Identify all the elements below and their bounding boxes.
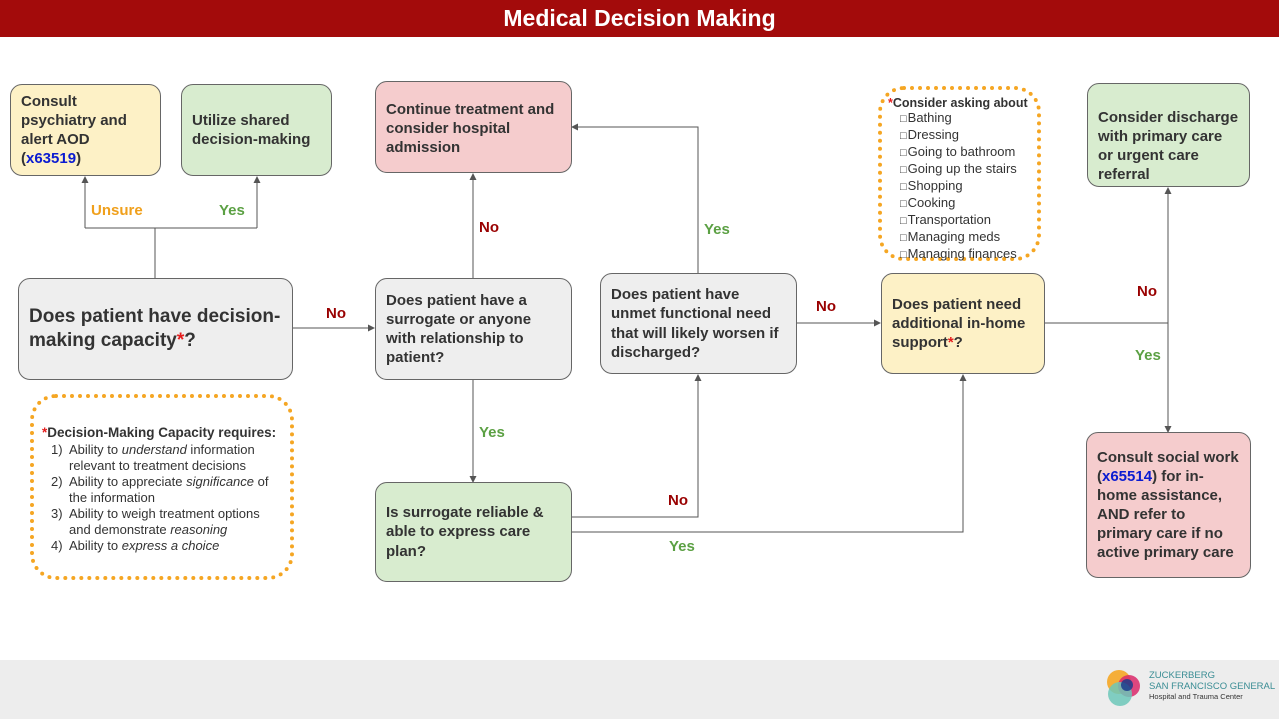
label-yes-support: Yes xyxy=(1135,347,1161,364)
in-home-support-note: *Consider asking about Bathing Dressing … xyxy=(878,86,1041,261)
shared-decision-box: Utilize shared decision-making xyxy=(181,84,332,176)
list-item: Bathing xyxy=(900,110,1033,127)
list-item: Shopping xyxy=(900,178,1033,195)
social-work-extension: x65514 xyxy=(1102,467,1153,485)
connector-capacity-split xyxy=(85,227,257,278)
support-asterisk: * xyxy=(947,334,954,352)
list-item: Transportation xyxy=(900,212,1033,229)
surrogate-box: Does patient have a surrogate or anyone … xyxy=(375,278,572,380)
logo-mark-icon xyxy=(1107,670,1140,706)
unmet-need-box: Does patient have unmet functional need … xyxy=(600,273,797,374)
psychiatry-extension: x63519 xyxy=(26,150,77,168)
list-item: Managing finances xyxy=(900,246,1033,263)
label-no-surrogate: No xyxy=(479,219,499,236)
list-item: Dressing xyxy=(900,127,1033,144)
support-checklist: Bathing Dressing Going to bathroom Going… xyxy=(900,110,1033,263)
label-no-support: No xyxy=(1137,283,1157,300)
connector-unmet-yes xyxy=(571,123,699,273)
connector-reliable-yes xyxy=(572,374,967,533)
connector-reliable-no xyxy=(572,374,702,518)
label-yes-unmet: Yes xyxy=(704,221,730,238)
consult-psychiatry-box: Consult psychiatry and alert AOD (x63519… xyxy=(10,84,161,176)
list-item: 2)Ability to appreciate significance of … xyxy=(51,474,269,505)
label-yes-surrogate: Yes xyxy=(479,424,505,441)
list-item: 1)Ability to understand information rele… xyxy=(51,442,255,473)
label-yes-reliable: Yes xyxy=(669,538,695,555)
decision-capacity-box: Does patient have decision-making capaci… xyxy=(18,278,293,380)
list-item: Cooking xyxy=(900,195,1033,212)
list-item: Managing meds xyxy=(900,229,1033,246)
list-item: Going to bathroom xyxy=(900,144,1033,161)
capacity-asterisk: * xyxy=(176,330,185,351)
label-yes-shared: Yes xyxy=(219,202,245,219)
list-item: Going up the stairs xyxy=(900,161,1033,178)
continue-treatment-box: Continue treatment and consider hospital… xyxy=(375,81,572,173)
label-unsure: Unsure xyxy=(91,202,143,219)
hospital-logo: ZUCKERBERG SAN FRANCISCO GENERAL Hospita… xyxy=(1105,668,1275,712)
label-no-unmet: No xyxy=(816,298,836,315)
logo-text: ZUCKERBERG SAN FRANCISCO GENERAL Hospita… xyxy=(1149,670,1276,701)
surrogate-reliable-box: Is surrogate reliable & able to express … xyxy=(375,482,572,582)
capacity-requirements-note: *Decision-Making Capacity requires: 1)Ab… xyxy=(30,394,294,580)
capacity-note-heading: *Decision-Making Capacity requires: xyxy=(42,425,277,440)
label-no-capacity: No xyxy=(326,305,346,322)
label-no-reliable: No xyxy=(668,492,688,509)
capacity-requirements-list: 1)Ability to understand information rele… xyxy=(51,442,282,554)
discharge-box: Consider discharge with primary care or … xyxy=(1087,83,1250,187)
list-item: 3)Ability to weigh treatment options and… xyxy=(51,506,260,537)
page-title: Medical Decision Making xyxy=(0,0,1279,37)
list-item: 4)Ability to express a choice xyxy=(51,538,220,553)
footer-bar xyxy=(0,660,1279,719)
in-home-support-box: Does patient need additional in-home sup… xyxy=(881,273,1045,374)
social-work-box: Consult social work (x65514) for in-home… xyxy=(1086,432,1251,578)
support-note-heading: *Consider asking about xyxy=(888,96,1028,110)
